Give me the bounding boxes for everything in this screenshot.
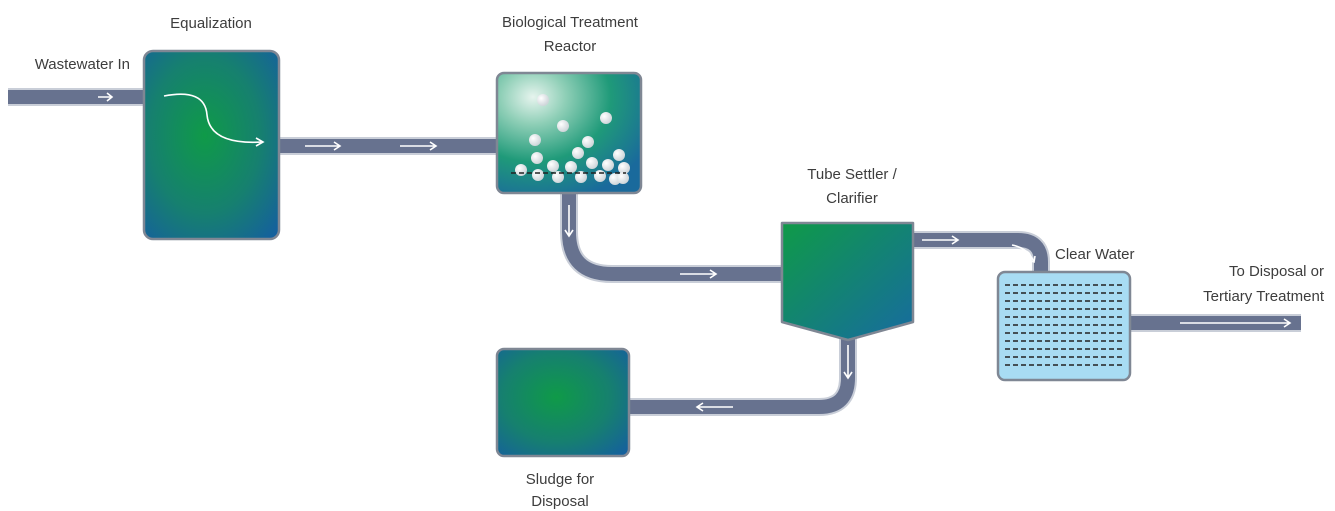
tube-settler-label-line1: Tube Settler / xyxy=(807,166,897,183)
pipe-reactor-to-clarifier xyxy=(560,193,784,283)
sludge-label-line2: Disposal xyxy=(531,493,589,510)
clarifier-tank xyxy=(780,221,915,342)
wastewater-in-label: Wastewater In xyxy=(35,56,130,73)
bio-reactor-label-line1: Biological Treatment xyxy=(502,14,639,31)
sludge-label-line1: Sludge for xyxy=(526,471,594,488)
sludge-tank xyxy=(495,347,631,458)
to-disposal-label-line1: To Disposal or xyxy=(1229,263,1324,280)
bio-reactor-label-line2: Reactor xyxy=(544,38,597,55)
clear-water-tank xyxy=(996,270,1132,382)
flow-arrow-icon xyxy=(695,402,733,412)
flow-arrow-icon xyxy=(305,141,342,151)
equalization-label: Equalization xyxy=(170,15,252,32)
flow-arrow-icon xyxy=(680,269,718,279)
flow-arrow-icon xyxy=(400,141,438,151)
flow-arrow-icon xyxy=(564,205,574,238)
to-disposal-label-line2: Tertiary Treatment xyxy=(1203,288,1325,305)
flow-arrow-icon xyxy=(1011,244,1036,264)
mixing-flow-icon xyxy=(163,93,263,144)
clear-water-label: Clear Water xyxy=(1055,246,1134,263)
equalization-tank xyxy=(142,49,281,241)
flow-arrow-icon xyxy=(922,235,960,245)
biological-reactor-tank xyxy=(495,71,643,195)
pipe-wastewater-in xyxy=(8,88,147,106)
flow-arrow-icon xyxy=(843,345,853,380)
pipe-clarifier-to-sludge xyxy=(627,335,857,416)
pipe-clear-water-out xyxy=(1128,314,1301,332)
pipe-clarifier-to-clear-water xyxy=(912,231,1050,275)
pipe-equalization-to-reactor xyxy=(278,137,498,155)
tube-settler-label-line2: Clarifier xyxy=(826,190,878,207)
media-balls xyxy=(515,94,630,185)
flow-arrow-icon xyxy=(98,92,114,102)
flow-arrow-icon xyxy=(1180,318,1292,328)
